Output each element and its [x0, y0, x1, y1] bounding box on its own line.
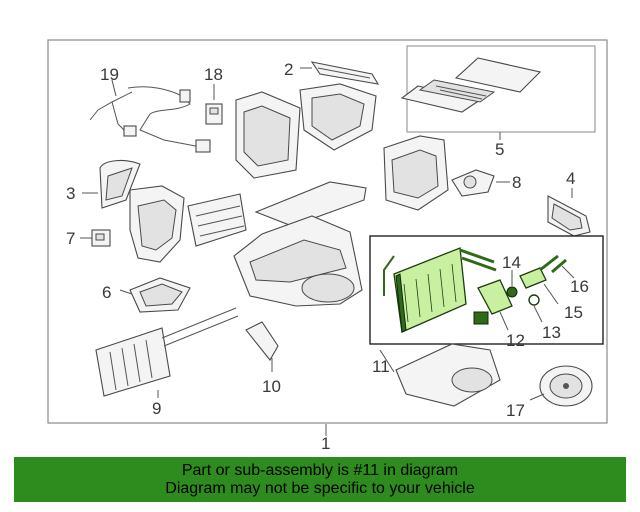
seal-2: [310, 61, 380, 85]
callout-2: 2: [284, 60, 293, 79]
callout-15: 15: [564, 303, 583, 322]
callout-17: 17: [506, 401, 525, 420]
blower-housing: [383, 135, 449, 211]
wiring-harness: [89, 86, 211, 153]
callout-5: 5: [495, 140, 504, 159]
actuator-8: [451, 169, 495, 197]
callout-13: 13: [542, 323, 561, 342]
evaporator-core: [383, 247, 497, 333]
bracket-6: [129, 277, 191, 313]
actuator-7: [91, 229, 111, 247]
bracket-10: [245, 321, 279, 361]
callout-12: 12: [506, 331, 525, 350]
lower-housing: [233, 215, 363, 307]
callout-8: 8: [512, 173, 521, 192]
callout-16: 16: [570, 277, 589, 296]
seal-4: [547, 195, 591, 237]
callout-4: 4: [566, 169, 575, 188]
callout-18: 18: [204, 65, 223, 84]
callout-11: 11: [372, 357, 390, 376]
banner-line-2: Diagram may not be specific to your vehi…: [165, 479, 475, 497]
callout-7: 7: [66, 229, 75, 248]
small-parts-14-16: [506, 254, 567, 306]
filter-inset-box: [406, 45, 596, 133]
callout-10: 10: [262, 377, 281, 396]
banner-line-1: Part or sub-assembly is #11 in diagram: [181, 461, 459, 479]
info-banner: Part or sub-assembly is #11 in diagram D…: [14, 457, 626, 502]
expansion-valve: [473, 279, 513, 325]
duct-3: [99, 159, 141, 209]
leader-lines: [80, 67, 575, 436]
case-plate: [254, 181, 367, 227]
grille-panel: [187, 193, 247, 247]
upper-case: [235, 83, 377, 179]
blower-motor: [539, 365, 593, 407]
callout-9: 9: [152, 399, 161, 418]
callout-14: 14: [502, 253, 521, 272]
lower-case-11: [395, 343, 501, 407]
heater-core: [95, 307, 239, 397]
callout-6: 6: [102, 283, 111, 302]
left-housing: [129, 185, 185, 263]
control-module-18: [205, 103, 223, 125]
cabin-filter: [400, 57, 542, 113]
callout-1: 1: [321, 434, 330, 453]
callout-19: 19: [100, 65, 119, 84]
subassembly-11-box: [369, 235, 604, 345]
callout-3: 3: [66, 184, 75, 203]
